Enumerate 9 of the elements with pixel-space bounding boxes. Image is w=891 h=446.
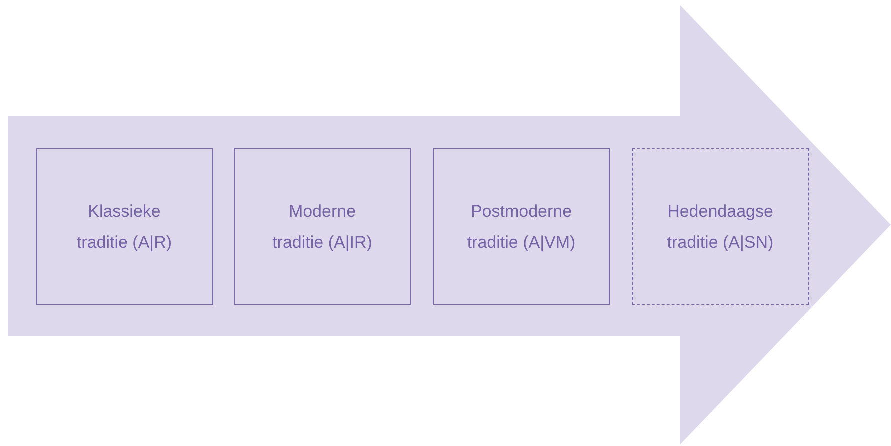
box-label: Hedendaagse traditie (A|SN) [666, 200, 775, 254]
process-box [433, 148, 610, 305]
process-box [36, 148, 213, 305]
box-label: Postmoderne traditie (A|VM) [466, 200, 577, 254]
box-label: Moderne traditie (A|IR) [272, 200, 374, 254]
box-label: Klassieke traditie (A|R) [76, 200, 174, 254]
process-box [234, 148, 411, 305]
arrow-shape [8, 5, 891, 445]
process-box [632, 148, 809, 305]
